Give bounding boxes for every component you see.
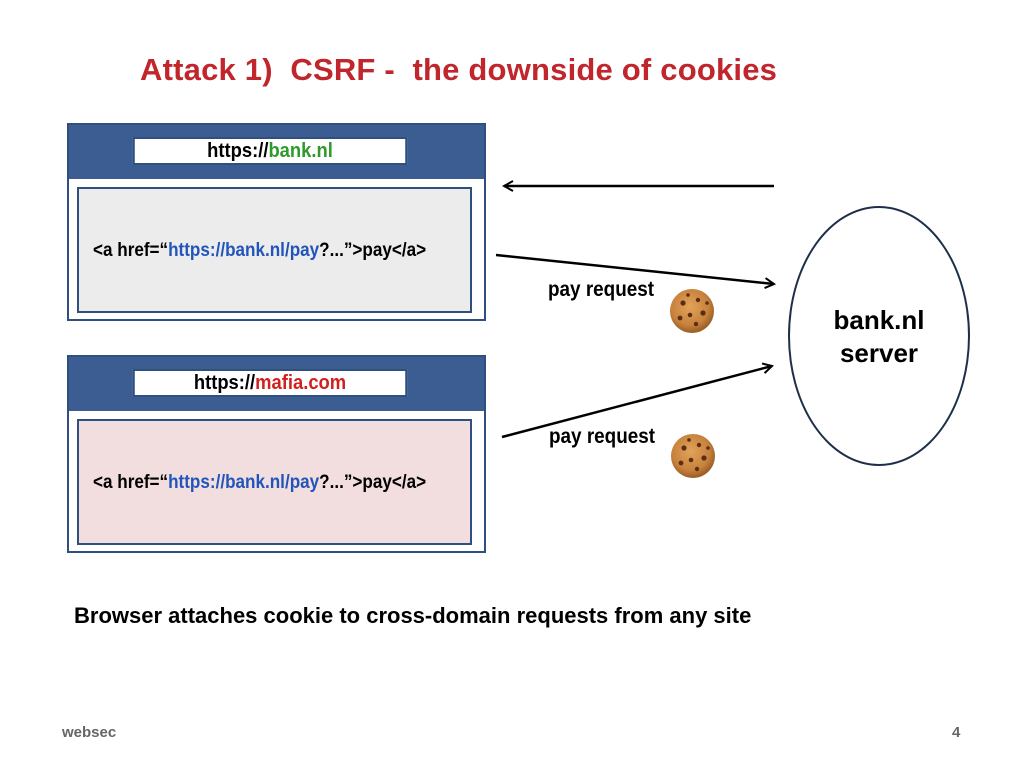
server-label: bank.nl server (790, 304, 968, 370)
page-content-bank: <a href=“https://bank.nl/pay?...”>pay</a… (77, 187, 472, 313)
html-link-code: <a href=“https://bank.nl/pay?...”>pay</a… (93, 240, 426, 262)
url-prefix: https:// (207, 140, 269, 162)
url-domain-bank: bank.nl (268, 140, 333, 162)
cookie-icon (670, 289, 714, 333)
bank-server-node: bank.nl server (788, 206, 970, 466)
code-url: https://bank.nl/pay (168, 240, 320, 261)
address-bar-mafia: https://mafia.com (132, 369, 408, 397)
slide-caption: Browser attaches cookie to cross-domain … (74, 603, 752, 628)
cookie-icon (671, 434, 715, 478)
code-close: ?...”>pay</a> (319, 240, 427, 261)
url-prefix: https:// (193, 372, 256, 394)
browser-window-mafia: https://mafia.com <a href=“https://bank.… (67, 355, 486, 553)
page-content-mafia: <a href=“https://bank.nl/pay?...”>pay</a… (77, 419, 472, 545)
url-domain-mafia: mafia.com (255, 372, 347, 394)
mafia-request-arrow (501, 366, 772, 439)
code-open: <a href=“ (93, 472, 169, 493)
pay-request-label-mafia: pay request (549, 425, 656, 448)
server-label-line2: server (839, 338, 919, 368)
code-open: <a href=“ (93, 240, 169, 261)
pay-request-label-bank: pay request (548, 278, 655, 301)
address-bar-bank: https://bank.nl (132, 137, 408, 165)
code-close: ?...”>pay</a> (319, 472, 427, 493)
bank-request-arrow (495, 253, 774, 284)
html-link-code: <a href=“https://bank.nl/pay?...”>pay</a… (93, 472, 426, 494)
slide-number: 4 (952, 724, 961, 741)
footer-course: websec (62, 724, 117, 741)
server-label-line1: bank.nl (833, 305, 925, 335)
browser-window-bank: https://bank.nl <a href=“https://bank.nl… (67, 123, 486, 321)
slide-title: Attack 1) CSRF - the downside of cookies (140, 52, 778, 87)
code-url: https://bank.nl/pay (168, 472, 320, 493)
